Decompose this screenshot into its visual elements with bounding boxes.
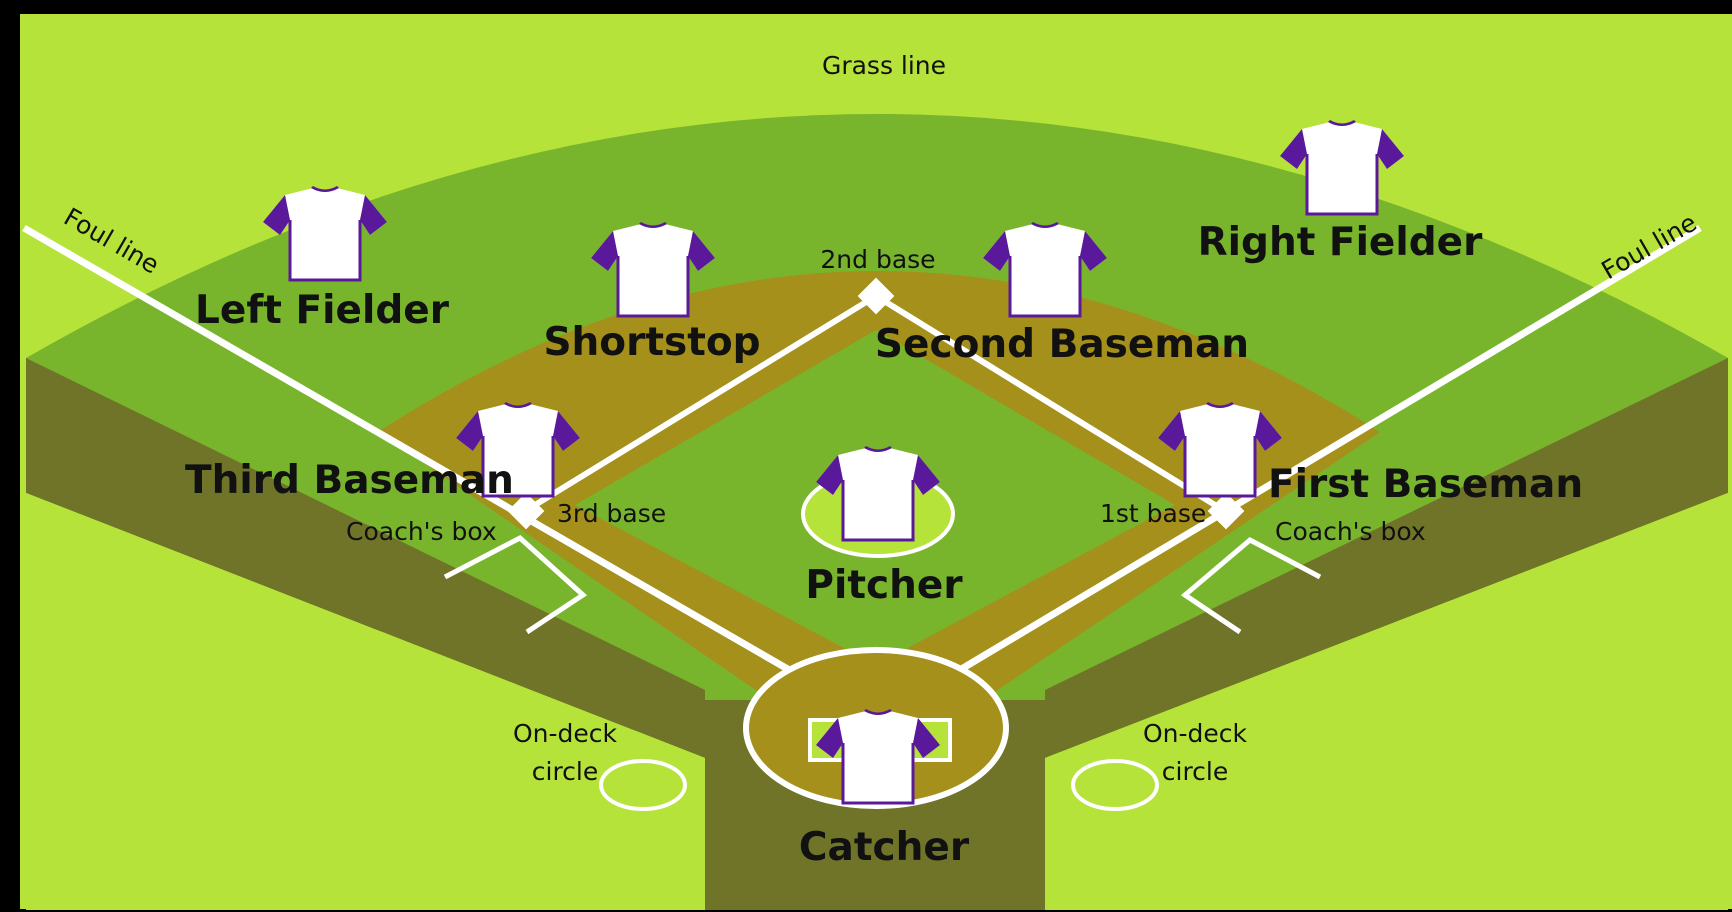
on-deck-circle-left — [601, 761, 685, 809]
grass-line-label: Grass line — [822, 51, 946, 80]
third-base-label: 3rd base — [557, 499, 666, 528]
on-deck-right-label-2: circle — [1162, 757, 1229, 786]
first-baseman-label: First Baseman — [1268, 462, 1583, 507]
second-baseman-label: Second Baseman — [875, 322, 1249, 367]
on-deck-left-label-2: circle — [532, 757, 599, 786]
first-base-label: 1st base — [1100, 499, 1206, 528]
left-fielder-label: Left Fielder — [195, 288, 450, 333]
shortstop-label: Shortstop — [543, 320, 760, 365]
on-deck-circle-right — [1073, 761, 1157, 809]
second-base-label: 2nd base — [820, 245, 935, 274]
coach-box-left-label: Coach's box — [346, 517, 497, 546]
right-fielder-label: Right Fielder — [1198, 220, 1483, 265]
third-baseman-label: Third Baseman — [185, 458, 514, 503]
coach-box-right-label: Coach's box — [1275, 517, 1426, 546]
catcher-label: Catcher — [799, 825, 970, 870]
on-deck-left-label-1: On-deck — [513, 719, 618, 748]
pitcher-label: Pitcher — [805, 563, 963, 608]
on-deck-right-label-1: On-deck — [1143, 719, 1248, 748]
